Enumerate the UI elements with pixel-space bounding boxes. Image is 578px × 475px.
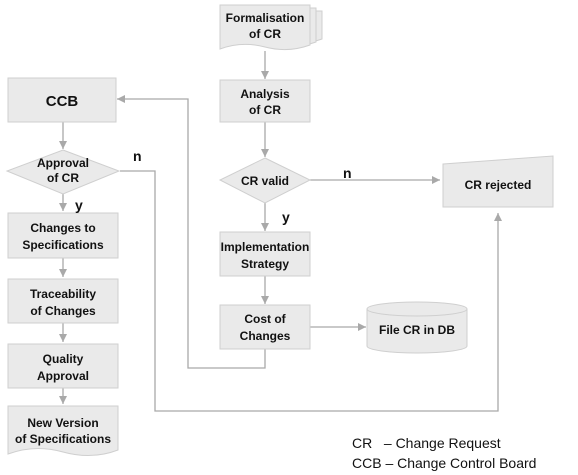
cr-rejected-label: CR rejected — [465, 178, 532, 192]
legend-ccb: CCB – Change Control Board — [352, 455, 536, 471]
analysis-label-line2: of CR — [249, 103, 281, 117]
quality-label-line2: Approval — [37, 369, 89, 383]
connector-cost-ccb — [117, 95, 266, 369]
formalisation-node: Formalisation of CR — [219, 4, 323, 51]
connectors — [59, 51, 502, 412]
new-version-label-line2: of Specifications — [15, 432, 111, 446]
changes-spec-node: Changes to Specifications — [7, 212, 119, 259]
quality-node: Quality Approval — [7, 343, 119, 389]
legend-cr: CR – Change Request — [352, 435, 501, 451]
approval-decision: Approval of CR — [5, 149, 121, 195]
changes-spec-label-line2: Specifications — [22, 238, 104, 252]
cost-node: Cost of Changes — [219, 304, 311, 350]
formalisation-label-line1: Formalisation — [226, 11, 305, 25]
connector-approval-rejected — [120, 170, 502, 412]
edge-label-valid-yes: y — [282, 209, 290, 225]
implementation-label-line2: Strategy — [241, 257, 289, 271]
cr-valid-decision: CR valid — [218, 157, 312, 204]
ccb-node: CCB — [7, 77, 117, 123]
edge-label-approval-no: n — [133, 148, 142, 164]
traceability-label-line1: Traceability — [30, 287, 96, 301]
edge-label-valid-no: n — [343, 165, 352, 181]
file-db-node: File CR in DB — [366, 301, 468, 354]
implementation-label-line1: Implementation — [221, 240, 310, 254]
traceability-node: Traceability of Changes — [7, 278, 119, 324]
edge-label-approval-yes: y — [75, 197, 83, 213]
cost-label-line2: Changes — [240, 329, 291, 343]
analysis-node: Analysis of CR — [219, 79, 311, 123]
traceability-label-line2: of Changes — [30, 304, 96, 318]
approval-label-line2: of CR — [47, 171, 79, 185]
approval-label-line1: Approval — [37, 156, 89, 170]
cost-label-line1: Cost of — [244, 312, 286, 326]
cr-rejected-node: CR rejected — [442, 155, 554, 208]
quality-label-line1: Quality — [43, 352, 84, 366]
cr-valid-label: CR valid — [241, 174, 289, 188]
analysis-label-line1: Analysis — [240, 87, 290, 101]
implementation-node: Implementation Strategy — [219, 231, 311, 277]
file-db-label: File CR in DB — [379, 323, 455, 337]
changes-spec-label-line1: Changes to — [30, 221, 95, 235]
new-version-node: New Version of Specifications — [7, 405, 119, 456]
formalisation-label-line2: of CR — [249, 27, 281, 41]
ccb-label: CCB — [46, 93, 79, 110]
new-version-label-line1: New Version — [27, 416, 98, 430]
